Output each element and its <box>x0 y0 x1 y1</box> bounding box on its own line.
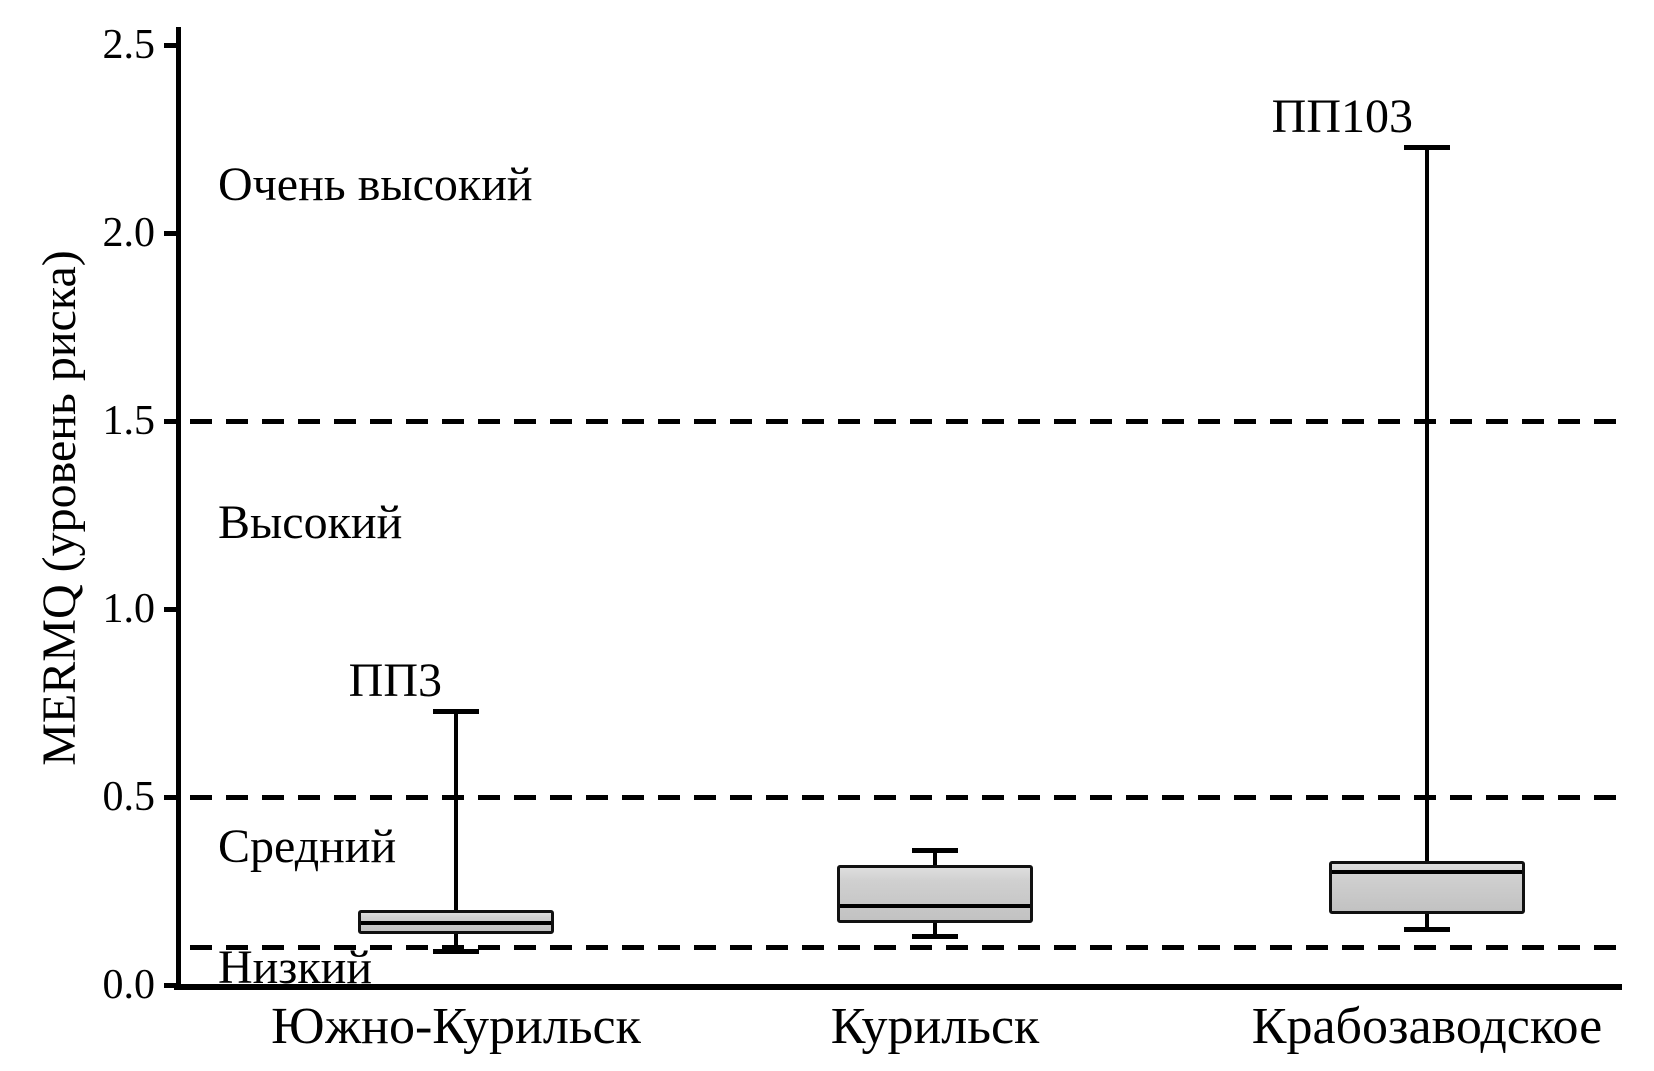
y-tick-mark <box>164 983 177 988</box>
whisker-cap-high <box>433 709 479 714</box>
y-tick-label: 0.0 <box>102 962 156 1008</box>
risk-threshold-line-0.5 <box>190 795 1616 800</box>
box-iqr <box>837 865 1033 923</box>
median-line <box>840 904 1030 908</box>
risk-zone-label: Низкий <box>218 941 373 994</box>
x-category-label: Курильск <box>830 998 1040 1055</box>
y-tick-label: 2.5 <box>102 22 156 68</box>
risk-threshold-line-1.5 <box>190 419 1616 424</box>
median-line <box>361 921 551 925</box>
y-tick-label: 0.5 <box>102 774 156 820</box>
y-tick-label: 1.5 <box>102 398 156 444</box>
risk-zone-label: Высокий <box>218 496 403 549</box>
x-category-label: Южно-Курильск <box>271 998 641 1055</box>
x-category-label: Крабозаводское <box>1251 998 1603 1055</box>
y-tick-label: 1.0 <box>102 586 156 632</box>
box-iqr <box>1329 861 1525 914</box>
whisker-cap-high <box>912 848 958 853</box>
outlier-station-label: ПП103 <box>1271 90 1413 143</box>
whisker-line <box>1425 147 1429 929</box>
y-tick-mark <box>164 231 177 236</box>
whisker-line <box>454 711 458 951</box>
whisker-cap-low <box>433 949 479 954</box>
risk-threshold-line-0.1 <box>190 945 1616 950</box>
whisker-cap-low <box>912 934 958 939</box>
y-tick-mark <box>164 795 177 800</box>
y-axis-line <box>176 27 181 990</box>
y-tick-mark <box>164 419 177 424</box>
y-tick-mark <box>164 43 177 48</box>
outlier-station-label: ПП3 <box>348 654 442 707</box>
risk-zone-label: Средний <box>218 820 397 873</box>
y-tick-mark <box>164 607 177 612</box>
whisker-cap-high <box>1404 145 1450 150</box>
y-tick-label: 2.0 <box>102 210 156 256</box>
median-line <box>1332 870 1522 874</box>
whisker-cap-low <box>1404 927 1450 932</box>
x-axis-line <box>174 984 1622 990</box>
risk-zone-label: Очень высокий <box>218 158 533 211</box>
